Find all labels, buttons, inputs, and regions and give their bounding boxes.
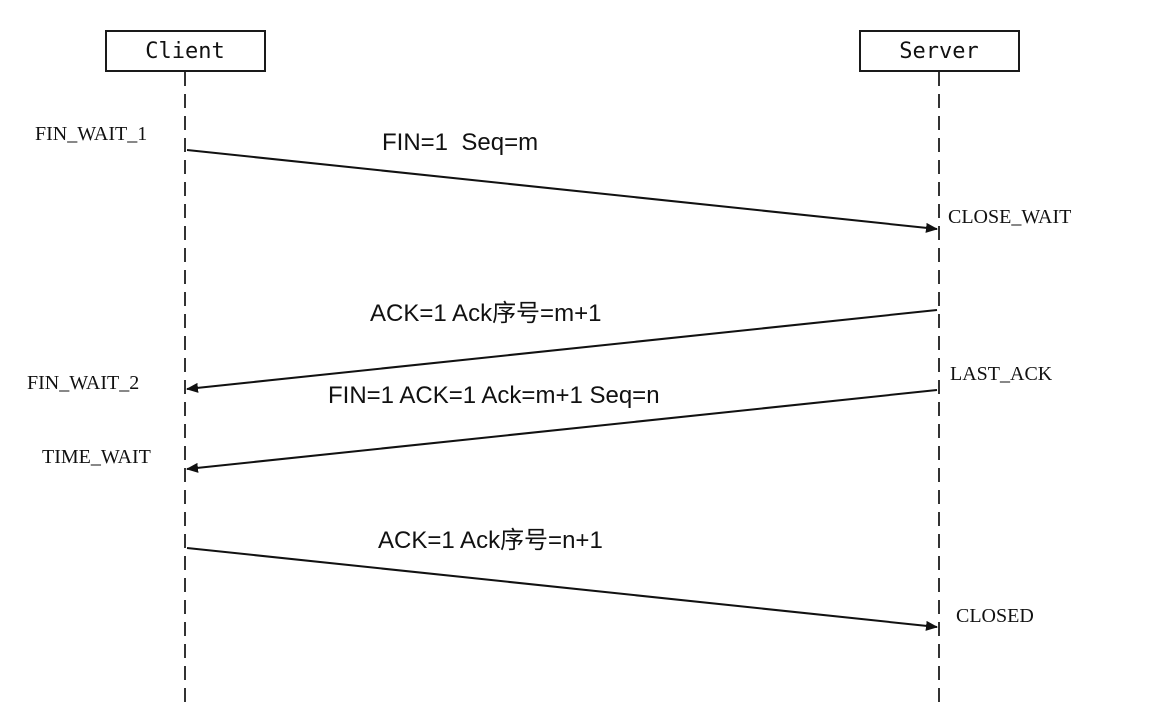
message-final-ack-arrow xyxy=(186,547,938,631)
message-fin-arrow xyxy=(186,149,938,233)
message-ack-label: ACK=1 Ack序号=m+1 xyxy=(370,300,601,327)
message-fin-ack-label: FIN=1 ACK=1 Ack=m+1 Seq=n xyxy=(328,382,660,409)
message-ack-arrow xyxy=(186,309,938,393)
message-fin-label: FIN=1 Seq=m xyxy=(382,129,538,156)
client-actor-box xyxy=(105,30,266,72)
message-fin: FIN=1 Seq=m xyxy=(186,129,938,233)
server-actor: Server xyxy=(859,30,1020,72)
message-fin-ack-arrow xyxy=(186,389,938,473)
state-fin-wait-2: FIN_WAIT_2 xyxy=(27,372,139,394)
state-closed: CLOSED xyxy=(956,605,1034,627)
message-ack: ACK=1 Ack序号=m+1 xyxy=(186,300,938,393)
state-last-ack: LAST_ACK xyxy=(950,363,1053,385)
state-fin-wait-1: FIN_WAIT_1 xyxy=(35,123,147,145)
message-final-ack-label: ACK=1 Ack序号=n+1 xyxy=(378,527,603,554)
state-time-wait: TIME_WAIT xyxy=(42,446,151,468)
message-fin-ack: FIN=1 ACK=1 Ack=m+1 Seq=n xyxy=(186,382,938,473)
state-close-wait: CLOSE_WAIT xyxy=(948,206,1071,228)
client-actor-label: Client xyxy=(145,39,224,64)
server-actor-label: Server xyxy=(899,39,978,64)
message-final-ack: ACK=1 Ack序号=n+1 xyxy=(186,527,938,631)
client-actor: Client xyxy=(105,30,266,72)
server-actor-box xyxy=(859,30,1020,72)
